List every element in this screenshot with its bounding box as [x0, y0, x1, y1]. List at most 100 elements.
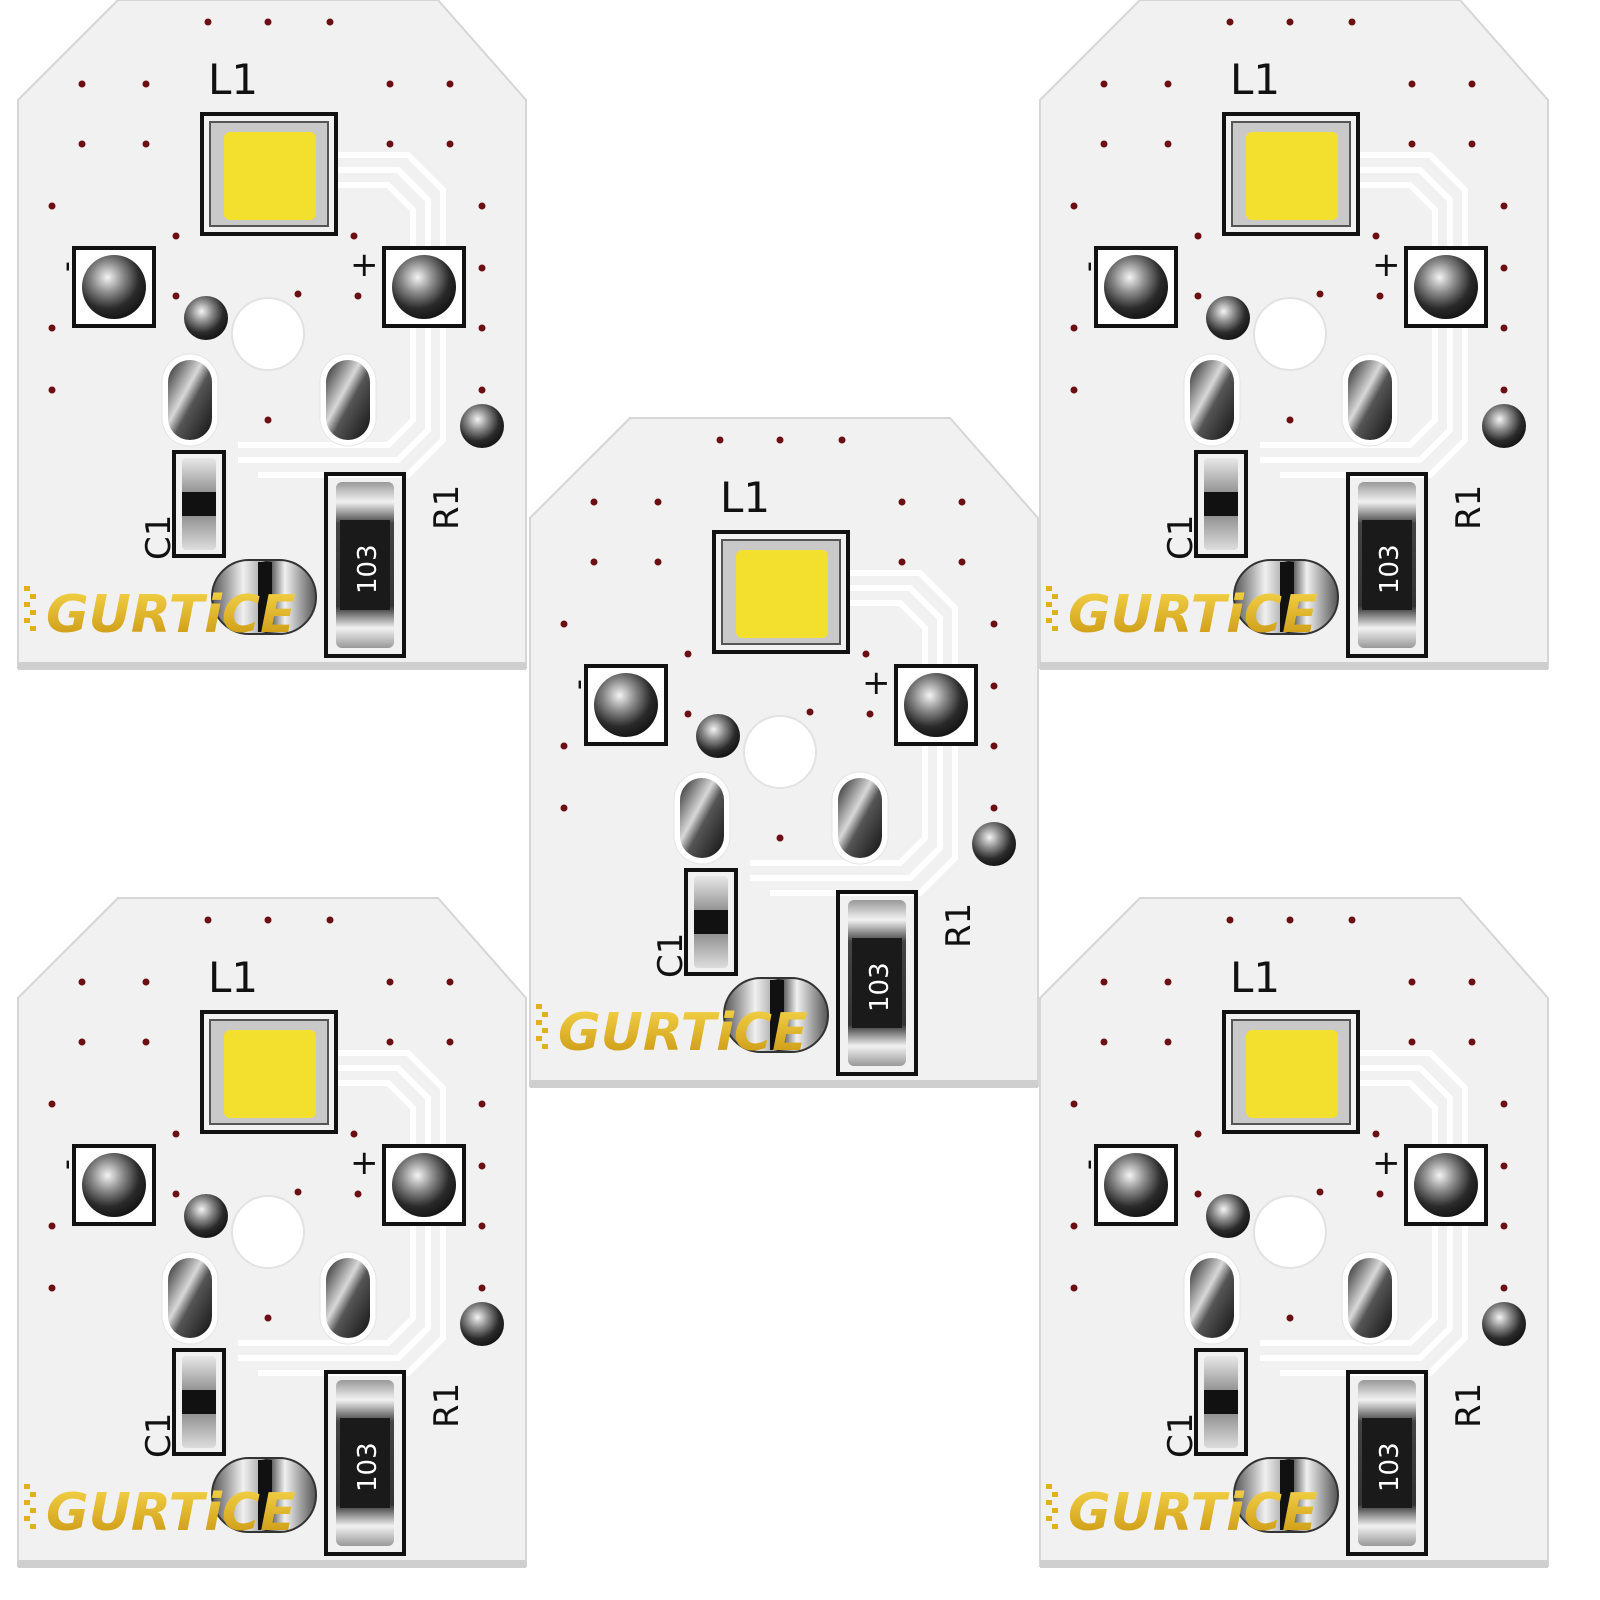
via-dot [294, 290, 302, 298]
small-pad [1482, 404, 1526, 448]
brand-logo: GURTiCE [558, 1003, 808, 1063]
capacitor-outline [172, 450, 226, 558]
via-dot [1070, 1222, 1078, 1230]
led-label: L1 [1230, 55, 1280, 104]
resistor-outline [1346, 472, 1428, 658]
via-dot [1070, 1284, 1078, 1292]
pcb-svg: L1 - + C1 R1 103 GURTiCE [17, 0, 527, 670]
capacitor-label: C1 [1161, 515, 1201, 560]
capacitor-band [1204, 492, 1238, 516]
via-dot [446, 1038, 454, 1046]
small-pad [1206, 296, 1250, 340]
via-dot [48, 386, 56, 394]
via-dot [1408, 978, 1416, 986]
solder-pad [82, 255, 146, 319]
via-dot [78, 80, 86, 88]
pcb-edge [530, 1080, 1038, 1088]
plus-label: + [350, 1143, 379, 1183]
diode-band [770, 980, 784, 1050]
via-dot [776, 834, 784, 842]
diode-band [258, 1460, 272, 1530]
solder-pad [1414, 1153, 1478, 1217]
via-dot [386, 140, 394, 148]
plus-label: + [350, 245, 379, 285]
resistor-outline [324, 472, 406, 658]
diode-band [258, 562, 272, 632]
via-dot [264, 416, 272, 424]
logo-pixel [536, 1004, 542, 1009]
via-dot [350, 1130, 358, 1138]
small-pad [1482, 1302, 1526, 1346]
via-dot [862, 650, 870, 658]
via-dot [478, 1284, 486, 1292]
via-dot [990, 804, 998, 812]
small-pad [184, 1194, 228, 1238]
via-dot [446, 978, 454, 986]
small-pad [1206, 1194, 1250, 1238]
via-dot [898, 498, 906, 506]
logo-pixel [1052, 1524, 1058, 1529]
via-dot [1100, 80, 1108, 88]
pcb-edge [1040, 662, 1548, 670]
brand-logo: GURTiCE [1068, 585, 1318, 645]
solder-pad [1414, 255, 1478, 319]
via-dot [142, 978, 150, 986]
via-dot [590, 498, 598, 506]
solder-pad [392, 255, 456, 319]
capacitor-band [694, 910, 728, 934]
diode-band [1280, 1460, 1294, 1530]
via-dot [172, 292, 180, 300]
solder-pad [82, 1153, 146, 1217]
logo-pixel [30, 1508, 36, 1513]
logo-pixel [24, 1500, 30, 1505]
led-outline [712, 530, 850, 654]
led-outline [1222, 112, 1360, 236]
logo-pixel [30, 1524, 36, 1529]
via-dot [1194, 1190, 1202, 1198]
pcb-edge [18, 662, 526, 670]
pcb-board: L1 - + C1 R1 103 GURTiCE [17, 897, 538, 1588]
via-dot [1500, 202, 1508, 210]
board-art [1039, 0, 1549, 670]
via-dot [478, 1100, 486, 1108]
via-dot [326, 916, 334, 924]
pcb-board: L1 - + C1 R1 103 GURTiCE [1039, 0, 1560, 690]
led-label: L1 [208, 953, 258, 1002]
via-dot [1164, 1038, 1172, 1046]
via-dot [990, 742, 998, 750]
led-label: L1 [1230, 953, 1280, 1002]
brand-logo: GURTiCE [1068, 1483, 1318, 1543]
via-dot [1500, 1162, 1508, 1170]
via-dot [1164, 140, 1172, 148]
via-dot [1500, 1100, 1508, 1108]
via-dot [1316, 290, 1324, 298]
oval-pad [1190, 360, 1234, 440]
minus-label: - [561, 679, 596, 690]
logo-pixel [536, 1036, 542, 1041]
capacitor-outline [684, 868, 738, 976]
via-dot [684, 710, 692, 718]
via-dot [142, 80, 150, 88]
plus-label: + [1372, 245, 1401, 285]
led-label: L1 [208, 55, 258, 104]
via-dot [478, 202, 486, 210]
board-art [17, 0, 527, 670]
brand-logo: GURTiCE [46, 585, 296, 645]
via-dot [48, 324, 56, 332]
resistor-label: R1 [1449, 1383, 1489, 1428]
solder-pad [1104, 255, 1168, 319]
via-dot [354, 1190, 362, 1198]
via-dot [806, 708, 814, 716]
resistor-outline [324, 1370, 406, 1556]
oval-pad [168, 360, 212, 440]
via-dot [48, 202, 56, 210]
logo-pixel [542, 1028, 548, 1033]
mounting-hole [1253, 297, 1327, 371]
mounting-hole [743, 715, 817, 789]
via-dot [1100, 140, 1108, 148]
via-dot [264, 916, 272, 924]
via-dot [478, 1222, 486, 1230]
via-dot [48, 1222, 56, 1230]
via-dot [838, 436, 846, 444]
via-dot [1376, 292, 1384, 300]
